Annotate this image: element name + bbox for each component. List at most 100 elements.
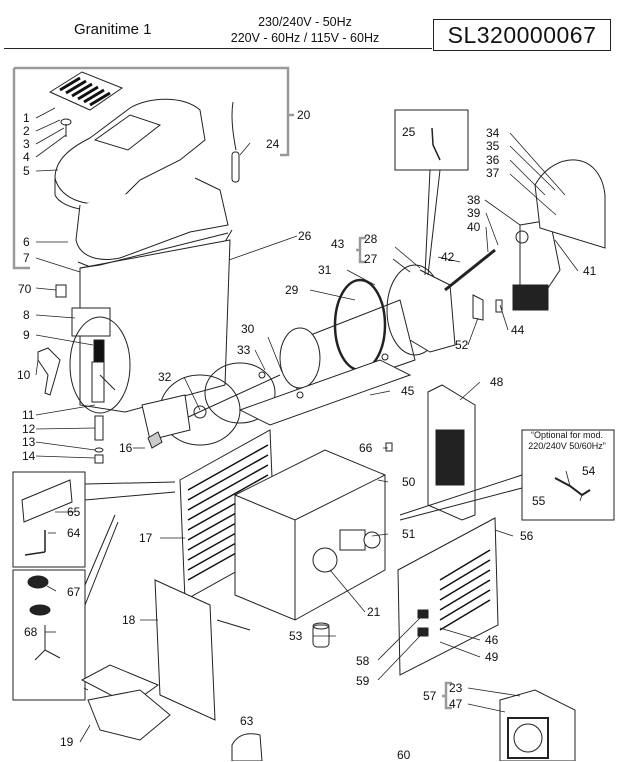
- callout-51: 51: [402, 527, 416, 541]
- callout-18: 18: [122, 613, 136, 627]
- optional-note-line-1: “Optional for mod.: [530, 430, 604, 440]
- callout-35: 35: [486, 139, 500, 153]
- callout-2: 2: [23, 124, 30, 138]
- callout-8: 8: [23, 308, 30, 322]
- auger: [141, 362, 281, 449]
- drive-shaft: [444, 248, 496, 292]
- right-side-panel: [397, 517, 499, 676]
- gear-cover: [534, 159, 606, 249]
- callout-38: 38: [467, 193, 481, 207]
- callout-70: 70: [18, 282, 32, 296]
- callout-46: 46: [485, 633, 499, 647]
- callout-14: 14: [22, 449, 36, 463]
- rubber-foot: [312, 622, 330, 648]
- callout-26: 26: [298, 229, 312, 243]
- callout-63: 63: [240, 714, 254, 728]
- optional-note-line-2: 220/240V 50/60Hz”: [528, 441, 606, 451]
- callout-58: 58: [356, 654, 370, 668]
- callout-32: 32: [158, 370, 172, 384]
- callout-4: 4: [23, 150, 30, 164]
- callout-45: 45: [401, 384, 415, 398]
- front-panel: [154, 579, 251, 721]
- part-code: SL320000067: [433, 19, 611, 51]
- callout-30: 30: [241, 322, 255, 336]
- compressor: [231, 733, 263, 761]
- callout-33: 33: [237, 343, 251, 357]
- callout-17: 17: [139, 531, 153, 545]
- callout-16: 16: [119, 441, 133, 455]
- callout-1: 1: [23, 111, 30, 125]
- clamp-box: [12, 569, 86, 701]
- gear-motor: [512, 219, 561, 311]
- callout-13: 13: [22, 435, 36, 449]
- callout-55: 55: [532, 494, 546, 508]
- lid-kit-bracket-left: [12, 68, 30, 270]
- tap-microswitch: [55, 284, 67, 298]
- leader-lines: [35, 107, 583, 743]
- callout-52: 52: [455, 338, 469, 352]
- condenser-fan: [499, 689, 576, 761]
- callout-47: 47: [449, 697, 463, 711]
- panel-nut: [385, 442, 393, 452]
- callout-12: 12: [22, 422, 36, 436]
- callout-27: 27: [364, 252, 378, 266]
- evaporator: [279, 264, 456, 401]
- callout-3: 3: [23, 137, 30, 151]
- voltage-line-1: 230/240V - 50Hz: [258, 15, 352, 29]
- model-name: Granitime 1: [74, 21, 152, 38]
- callout-7: 7: [23, 251, 30, 265]
- callout-29: 29: [285, 283, 299, 297]
- callout-41: 41: [583, 264, 597, 278]
- chassis-frame: [234, 449, 386, 621]
- lid-kit-bracket: [14, 66, 290, 157]
- bracket-box: [12, 471, 86, 568]
- callout-67: 67: [67, 585, 81, 599]
- callout-6: 6: [23, 235, 30, 249]
- callout-37: 37: [486, 166, 500, 180]
- callout-68: 68: [24, 625, 38, 639]
- lid-knob: [60, 118, 72, 137]
- base-plate: [238, 353, 412, 426]
- callout-66: 66: [359, 441, 373, 455]
- probe-box: [394, 109, 469, 171]
- callout-24: 24: [266, 137, 280, 151]
- callout-11: 11: [22, 408, 35, 422]
- callout-57: 57: [423, 689, 437, 703]
- condenser-kit-bracket: [442, 681, 452, 710]
- evaporator-kit-bracket: [356, 236, 366, 264]
- callout-64: 64: [67, 526, 81, 540]
- callout-23: 23: [449, 681, 463, 695]
- callout-50: 50: [402, 475, 416, 489]
- drip-grid-top: [48, 71, 124, 111]
- tap-assembly: [69, 307, 131, 414]
- callout-65: 65: [67, 505, 81, 519]
- header-rule: [4, 48, 432, 49]
- callout-31: 31: [318, 263, 332, 277]
- light-tube: [231, 101, 240, 183]
- piston: [94, 415, 104, 464]
- optional-note: “Optional for mod. 220/240V 50/60Hz”: [522, 430, 612, 452]
- voltage-spec: 230/240V - 50Hz 220V - 60Hz / 115V - 60H…: [205, 14, 405, 46]
- callout-44: 44: [511, 323, 525, 337]
- rear-grille: [427, 384, 476, 521]
- voltage-line-2: 220V - 60Hz / 115V - 60Hz: [230, 31, 380, 45]
- callout-48: 48: [490, 375, 504, 389]
- callout-49: 49: [485, 650, 499, 664]
- callout-10: 10: [17, 368, 31, 382]
- callout-54: 54: [582, 464, 596, 478]
- drip-tray: [80, 664, 171, 741]
- callout-39: 39: [467, 206, 481, 220]
- tap-lever: [37, 347, 61, 396]
- callout-56: 56: [520, 529, 534, 543]
- callout-25: 25: [402, 125, 416, 139]
- callout-28: 28: [364, 232, 378, 246]
- callout-21: 21: [367, 605, 381, 619]
- callout-40: 40: [467, 220, 481, 234]
- callout-42: 42: [441, 250, 455, 264]
- label-plate: [472, 294, 484, 321]
- relay: [495, 299, 503, 313]
- callout-9: 9: [23, 328, 30, 342]
- callout-59: 59: [356, 674, 370, 688]
- callout-19: 19: [60, 735, 74, 749]
